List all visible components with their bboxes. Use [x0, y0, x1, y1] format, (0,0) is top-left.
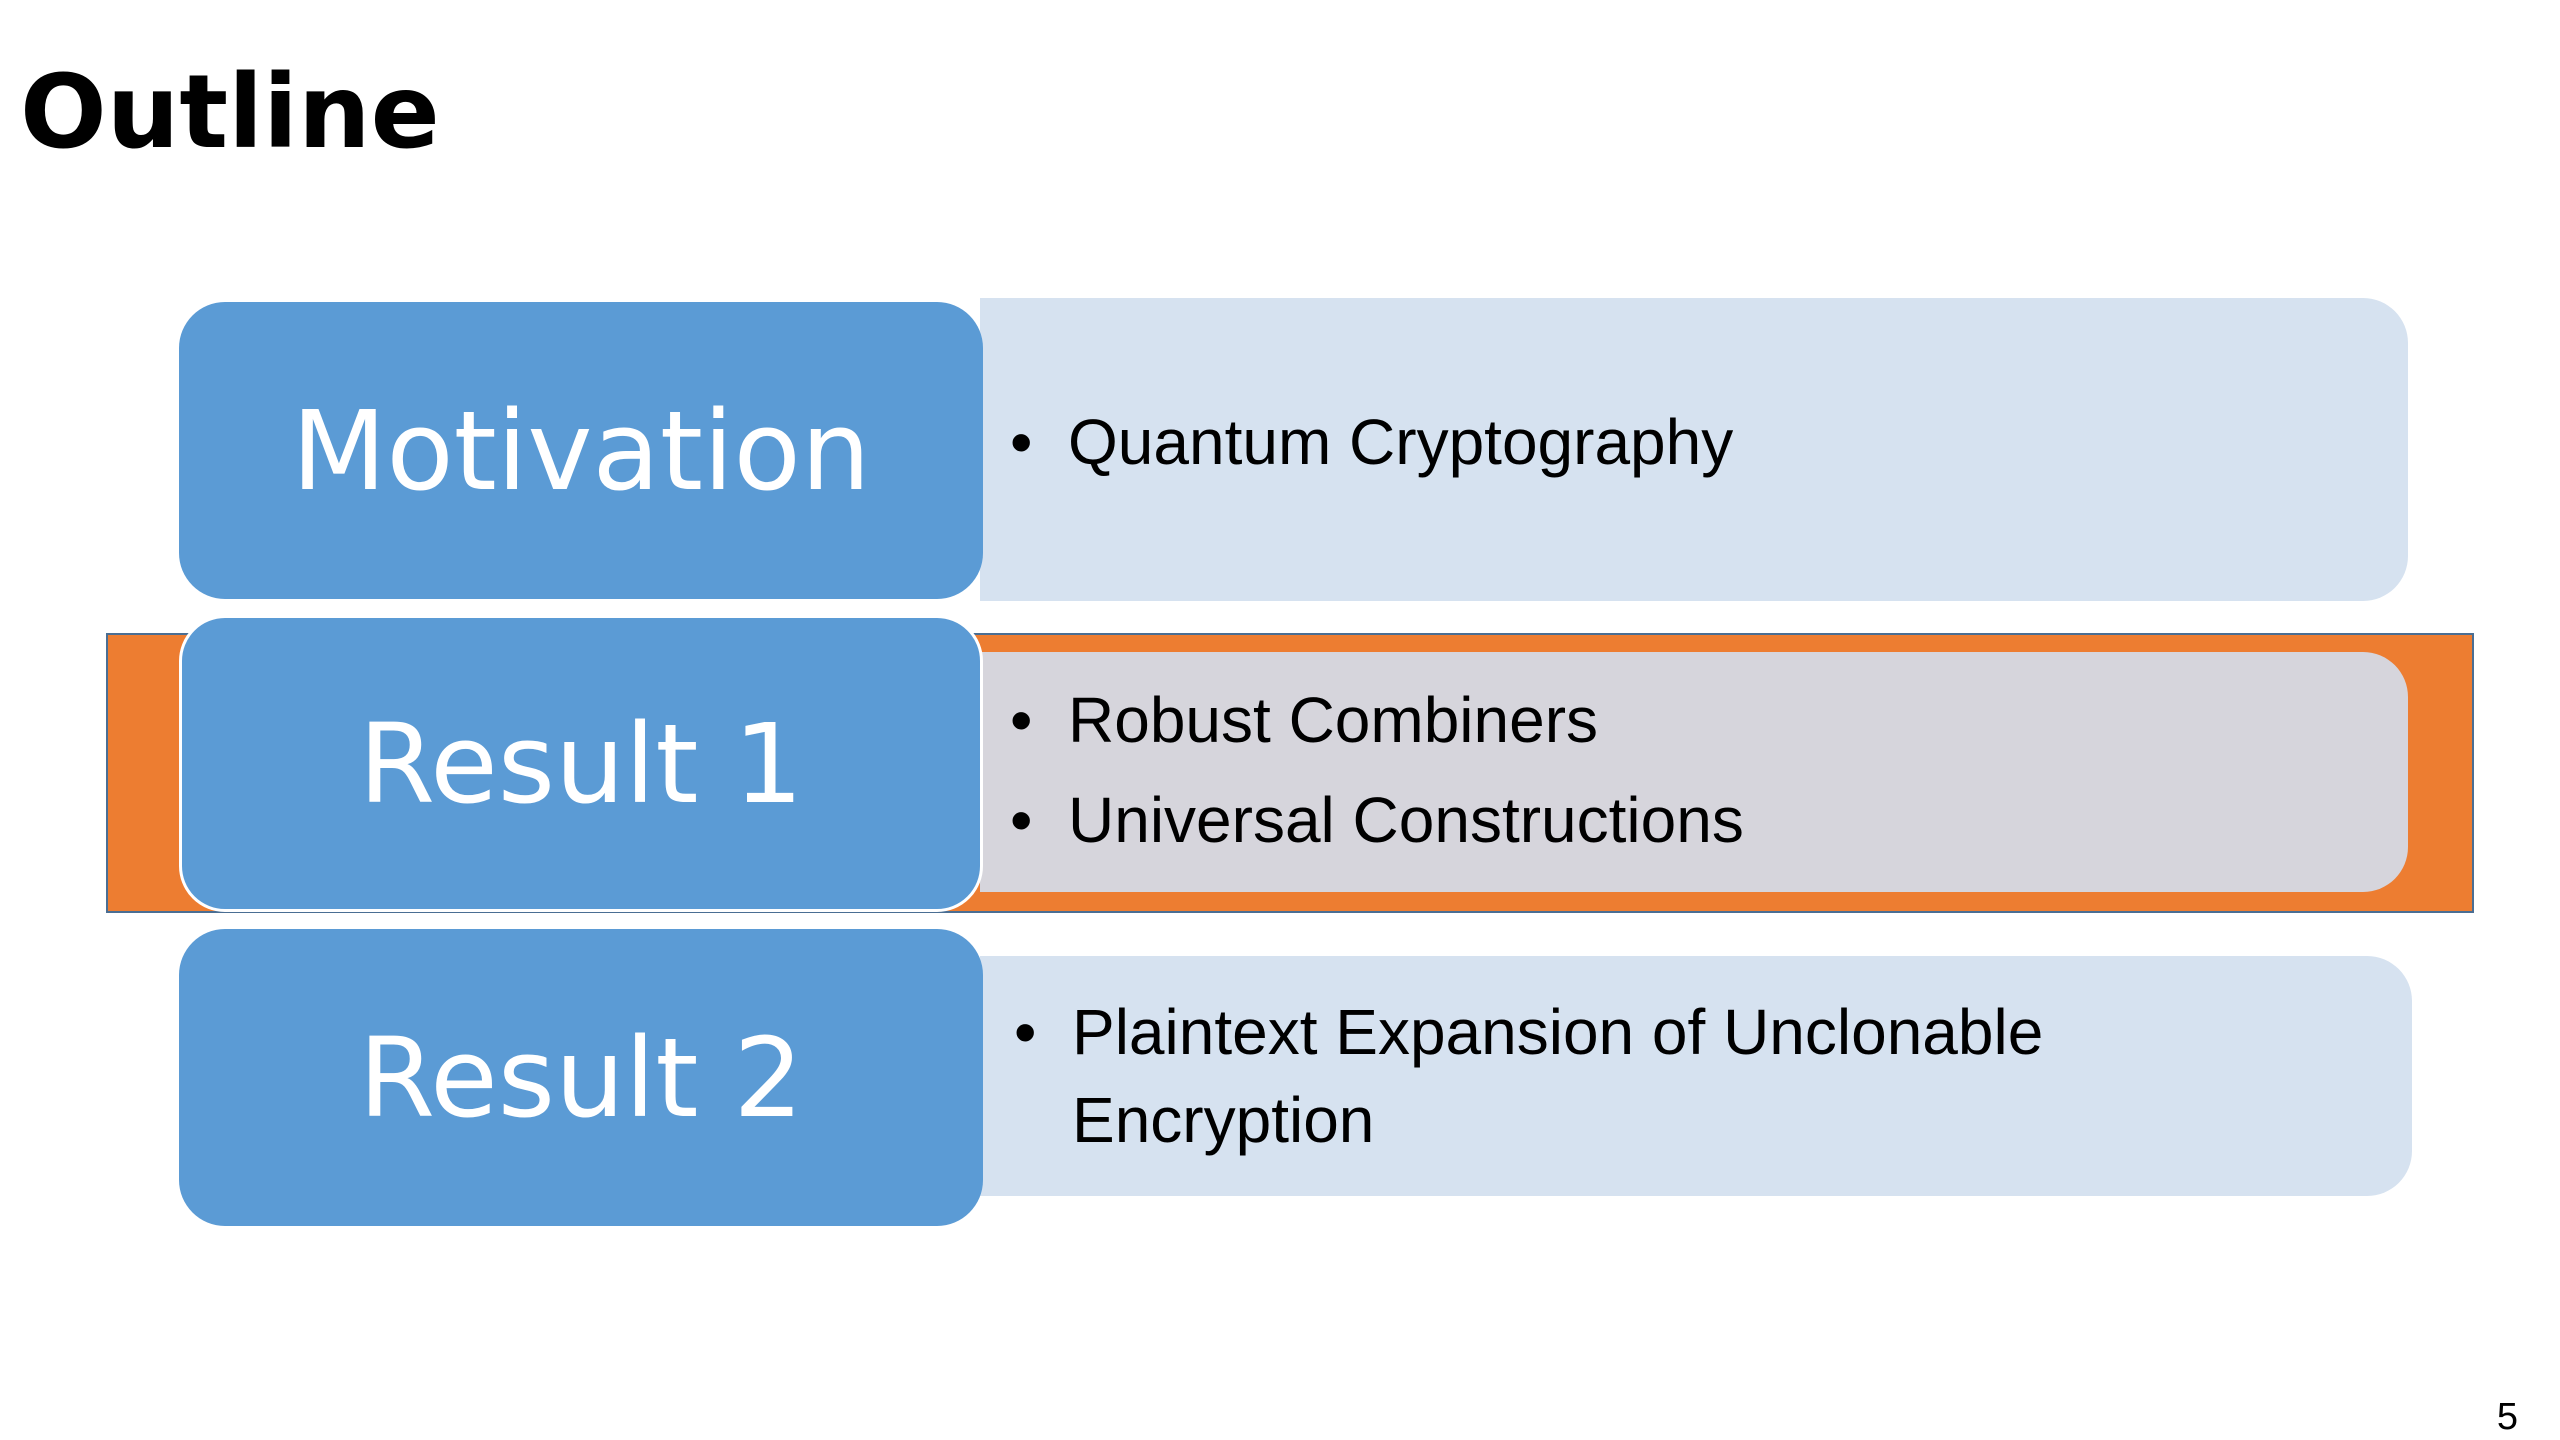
section-label-result-2: Result 2 — [179, 929, 983, 1226]
section-label-motivation: Motivation — [179, 302, 983, 599]
section-label-result-1: Result 1 — [179, 615, 983, 912]
panel-result-1: Robust Combiners Universal Constructions — [980, 652, 2408, 892]
panel-result-2: Plaintext Expansion of Unclonable Encryp… — [980, 956, 2412, 1196]
list-item: Plaintext Expansion of Unclonable Encryp… — [1014, 988, 2154, 1164]
slide-title: Outline — [20, 53, 440, 172]
list-item: Robust Combiners — [1010, 679, 1744, 762]
page-number: 5 — [2496, 1396, 2518, 1438]
list-item: Quantum Cryptography — [1010, 401, 1733, 484]
bullet-list-result-1: Robust Combiners Universal Constructions — [1010, 679, 1744, 863]
bullet-list-motivation: Quantum Cryptography — [1010, 401, 1733, 484]
panel-motivation: Quantum Cryptography — [980, 298, 2408, 601]
bullet-list-result-2: Plaintext Expansion of Unclonable Encryp… — [1014, 988, 2154, 1164]
list-item: Universal Constructions — [1010, 779, 1744, 862]
